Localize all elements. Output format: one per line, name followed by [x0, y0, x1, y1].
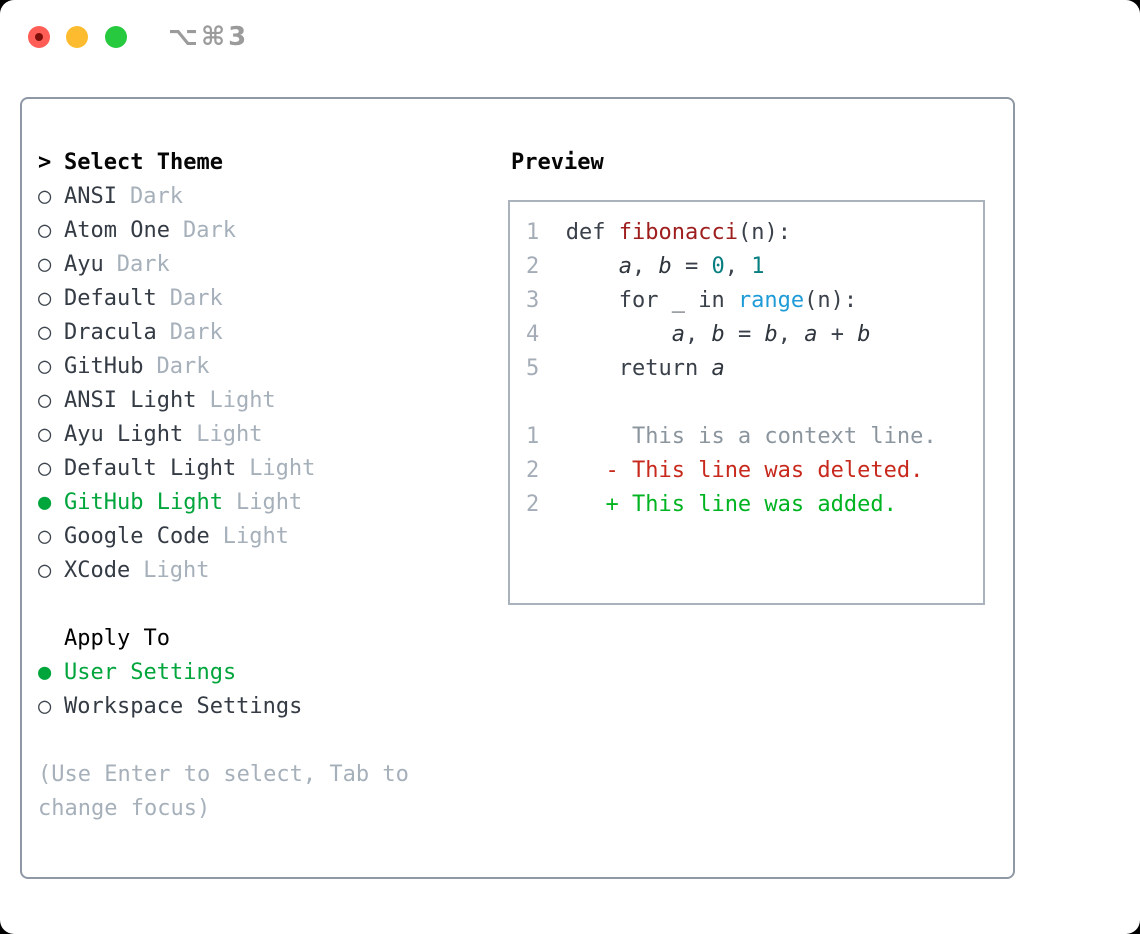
- radio-unselected-icon: ○: [38, 694, 52, 719]
- option-label: Workspace Settings: [64, 694, 303, 719]
- variant-tag: Light: [209, 388, 276, 413]
- radio-selected-icon: ●: [38, 660, 52, 685]
- option-label: Ayu: [64, 252, 104, 277]
- select-theme-header-label: Select Theme: [64, 150, 223, 175]
- variant-tag: Dark: [182, 218, 236, 243]
- code-line: 2 - This line was deleted.: [526, 458, 924, 483]
- radio-unselected-icon: ○: [38, 524, 52, 549]
- help-text: (Use Enter to select, Tab to change focu…: [38, 762, 409, 821]
- radio-unselected-icon: ○: [38, 184, 52, 209]
- variant-tag: Dark: [169, 320, 223, 345]
- variant-tag: Dark: [129, 184, 183, 209]
- variant-tag: Dark: [169, 286, 223, 311]
- option-label: XCode: [64, 558, 131, 583]
- variant-tag: Light: [143, 558, 210, 583]
- variant-tag: Light: [196, 422, 263, 447]
- radio-unselected-icon: ○: [38, 286, 52, 311]
- radio-unselected-icon: ○: [38, 558, 52, 583]
- theme-option[interactable]: ● GitHub Light Light: [38, 486, 488, 520]
- titlebar: ⌥⌘3: [0, 0, 1140, 75]
- variant-tag: Dark: [156, 354, 210, 379]
- theme-option[interactable]: ○ GitHub Dark: [38, 350, 488, 384]
- zoom-button[interactable]: [105, 26, 127, 48]
- theme-option[interactable]: ○ Google Code Light: [38, 520, 488, 554]
- radio-unselected-icon: ○: [38, 422, 52, 447]
- option-label: Ayu Light: [64, 422, 184, 447]
- theme-option[interactable]: ○ ANSI Dark: [38, 180, 488, 214]
- radio-unselected-icon: ○: [38, 456, 52, 481]
- radio-unselected-icon: ○: [38, 252, 52, 277]
- option-label: User Settings: [64, 660, 237, 685]
- radio-unselected-icon: ○: [38, 218, 52, 243]
- code-line: [526, 386, 983, 420]
- variant-tag: Dark: [116, 252, 170, 277]
- theme-option[interactable]: ○ XCode Light: [38, 554, 488, 588]
- theme-option[interactable]: ○ Ayu Light Light: [38, 418, 488, 452]
- option-label: ANSI Light: [64, 388, 197, 413]
- theme-option[interactable]: ○ Ayu Dark: [38, 248, 488, 282]
- minimize-button[interactable]: [66, 26, 88, 48]
- apply-to-option[interactable]: ● User Settings: [38, 656, 488, 690]
- theme-option[interactable]: ○ Default Light Light: [38, 452, 488, 486]
- theme-option[interactable]: ○ Dracula Dark: [38, 316, 488, 350]
- radio-unselected-icon: ○: [38, 388, 52, 413]
- code-preview: 1 def fibonacci(n): 2 a, b = 0, 1 3 for _ …: [510, 202, 983, 522]
- theme-option[interactable]: ○ Atom One Dark: [38, 214, 488, 248]
- variant-tag: Light: [235, 490, 303, 515]
- option-label: ANSI: [64, 184, 117, 209]
- option-label: GitHub: [64, 354, 144, 379]
- radio-unselected-icon: ○: [38, 354, 52, 379]
- option-label: GitHub Light: [64, 490, 223, 515]
- keyboard-shortcut-label: ⌥⌘3: [168, 22, 250, 52]
- radio-selected-icon: ●: [38, 490, 52, 515]
- code-line: 1 def fibonacci(n):: [526, 220, 791, 245]
- apply-to-option[interactable]: ○ Workspace Settings: [38, 690, 488, 724]
- unsaved-dot-icon: [35, 33, 43, 41]
- code-line: 5 return a: [526, 356, 725, 381]
- apply-to-list: ● User Settings ○ Workspace Settings: [38, 656, 488, 724]
- theme-option[interactable]: ○ ANSI Light Light: [38, 384, 488, 418]
- code-line: 4 a, b = b, a + b: [526, 322, 871, 347]
- preview-title: Preview: [511, 150, 604, 175]
- option-label: Default Light: [64, 456, 237, 481]
- code-line: 1 This is a context line.: [526, 424, 937, 449]
- code-line: 2 + This line was added.: [526, 492, 897, 517]
- option-label: Default: [64, 286, 157, 311]
- option-label: Google Code: [64, 524, 210, 549]
- apply-to-header: Apply To: [64, 626, 170, 651]
- option-label: Atom One: [64, 218, 170, 243]
- preview-box: 1 def fibonacci(n): 2 a, b = 0, 1 3 for _ …: [508, 200, 985, 605]
- option-label: Dracula: [64, 320, 157, 345]
- code-line: 3 for _ in range(n):: [526, 288, 858, 313]
- spacer: [38, 588, 488, 622]
- theme-option[interactable]: ○ Default Dark: [38, 282, 488, 316]
- variant-tag: Light: [249, 456, 316, 481]
- cursor-icon: >: [38, 150, 52, 175]
- radio-unselected-icon: ○: [38, 320, 52, 345]
- close-button[interactable]: [28, 26, 50, 48]
- code-line: 2 a, b = 0, 1: [526, 254, 765, 279]
- select-theme-header: > Select Theme: [38, 146, 488, 180]
- variant-tag: Light: [222, 524, 289, 549]
- spacer: [38, 724, 488, 758]
